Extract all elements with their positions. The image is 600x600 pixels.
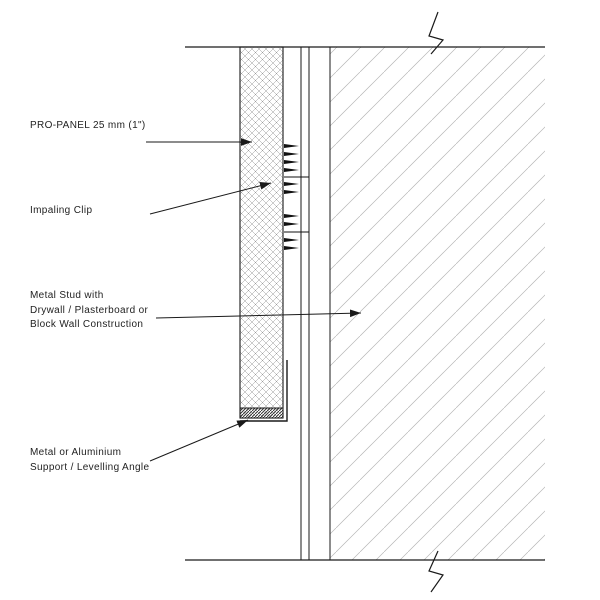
label-support-angle: Metal or Aluminium Support / Levelling A… bbox=[30, 447, 150, 473]
drywall-layer-lines bbox=[300, 47, 331, 560]
leader-arrows bbox=[146, 138, 362, 462]
leader-support-angle bbox=[149, 419, 249, 462]
block-wall-hatch-area bbox=[330, 47, 545, 560]
support-angle bbox=[240, 360, 288, 422]
impaling-clip-spikes bbox=[284, 144, 309, 250]
pro-panel-section bbox=[239, 46, 284, 419]
label-impaling-clip: Impaling Clip bbox=[30, 205, 93, 216]
label-pro-panel: PRO-PANEL 25 mm (1") bbox=[30, 120, 146, 131]
leader-impaling-clip bbox=[149, 182, 272, 215]
label-metal-stud: Metal Stud with Drywall / Plasterboard o… bbox=[30, 290, 149, 330]
break-symbol-bottom-icon bbox=[428, 550, 444, 593]
leader-metal-stud bbox=[155, 309, 362, 319]
break-symbol-top-icon bbox=[428, 11, 445, 55]
